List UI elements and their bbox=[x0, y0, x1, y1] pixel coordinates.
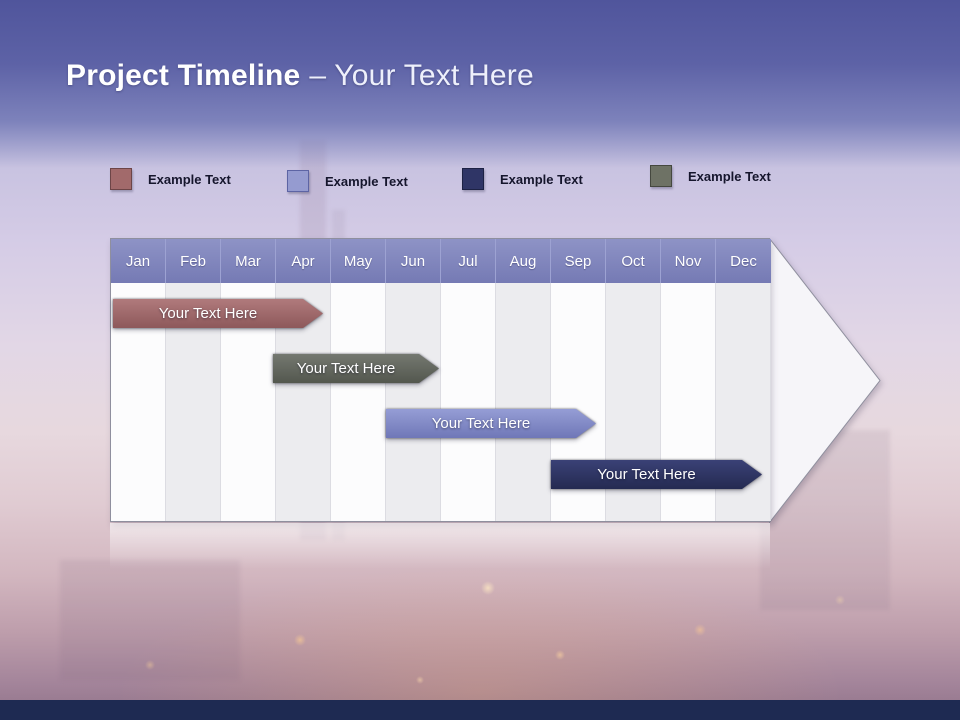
month-header-dec: Dec bbox=[716, 239, 771, 283]
legend-item: Example Text bbox=[650, 165, 771, 187]
month-header-may: May bbox=[331, 239, 386, 283]
legend-item: Example Text bbox=[110, 168, 231, 190]
page-title: Project Timeline– Your Text Here bbox=[66, 58, 534, 94]
month-header-apr: Apr bbox=[276, 239, 331, 283]
legend-item: Example Text bbox=[462, 168, 583, 190]
legend-label: Example Text bbox=[500, 171, 583, 187]
legend-label: Example Text bbox=[688, 168, 771, 184]
month-column bbox=[496, 283, 551, 521]
task-bar-label: Your Text Here bbox=[113, 299, 323, 328]
month-column bbox=[386, 283, 441, 521]
month-header-sep: Sep bbox=[551, 239, 606, 283]
title-subtitle-text: – Your Text Here bbox=[309, 59, 534, 92]
task-bar-4: Your Text Here bbox=[551, 460, 762, 489]
month-column bbox=[331, 283, 386, 521]
month-header-jul: Jul bbox=[441, 239, 496, 283]
month-column bbox=[441, 283, 496, 521]
header-band bbox=[0, 0, 960, 168]
timeline-body: Your Text Here Your Text Here Your Text … bbox=[111, 283, 771, 521]
table-reflection bbox=[110, 523, 770, 569]
timeline-table: Jan Feb Mar Apr May Jun Jul Aug Sep Oct … bbox=[110, 238, 771, 522]
month-header-row: Jan Feb Mar Apr May Jun Jul Aug Sep Oct … bbox=[111, 239, 771, 283]
task-bar-label: Your Text Here bbox=[386, 409, 596, 438]
task-bar-label: Your Text Here bbox=[551, 460, 762, 489]
task-bar-label: Your Text Here bbox=[273, 354, 439, 383]
month-header-oct: Oct bbox=[606, 239, 661, 283]
legend-label: Example Text bbox=[325, 173, 408, 189]
month-header-jun: Jun bbox=[386, 239, 441, 283]
task-bar-2: Your Text Here bbox=[273, 354, 439, 383]
task-bar-3: Your Text Here bbox=[386, 409, 596, 438]
month-header-aug: Aug bbox=[496, 239, 551, 283]
timeline-arrowhead bbox=[769, 238, 881, 523]
legend-swatch-navy bbox=[462, 168, 484, 190]
legend-swatch-red bbox=[110, 168, 132, 190]
month-header-feb: Feb bbox=[166, 239, 221, 283]
month-header-jan: Jan bbox=[111, 239, 166, 283]
legend-swatch-periwinkle bbox=[287, 170, 309, 192]
legend-swatch-gray bbox=[650, 165, 672, 187]
month-header-nov: Nov bbox=[661, 239, 716, 283]
legend-item: Example Text bbox=[287, 170, 408, 192]
footer-bar bbox=[0, 700, 960, 720]
legend-label: Example Text bbox=[148, 171, 231, 187]
title-bold-text: Project Timeline bbox=[66, 59, 301, 92]
month-header-mar: Mar bbox=[221, 239, 276, 283]
task-bar-1: Your Text Here bbox=[113, 299, 323, 328]
background-structure-silhouette bbox=[60, 560, 240, 680]
